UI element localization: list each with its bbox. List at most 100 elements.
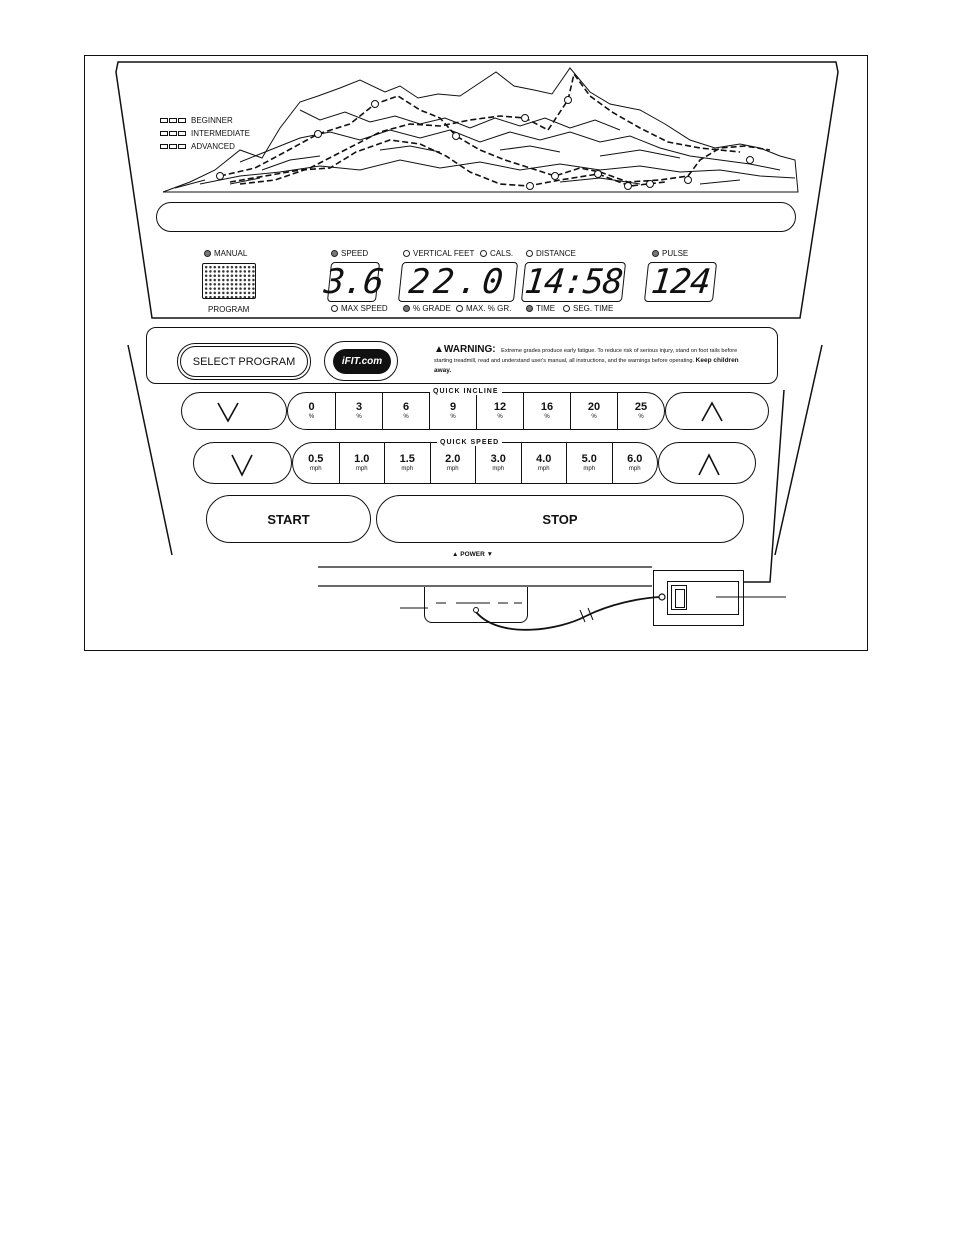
quick-incline-button[interactable]: 0% — [288, 393, 335, 429]
quick-incline-strip: 0%3%6%9%12%16%20%25% — [287, 392, 665, 430]
speed-indicator: SPEED — [331, 249, 368, 258]
time-display: 14:58 — [520, 262, 627, 302]
start-label: START — [267, 511, 310, 527]
quick-incline-unit: % — [403, 414, 409, 420]
indicator-led-icon — [563, 305, 570, 312]
ifit-logo-text: iFIT.com — [333, 349, 391, 374]
quick-incline-value: 9 — [449, 401, 457, 413]
manual-indicator: MANUAL — [204, 249, 247, 258]
quick-incline-unit: % — [308, 414, 315, 420]
speed-up-button[interactable] — [658, 442, 756, 484]
quick-speed-value: 5.0 — [581, 453, 597, 465]
quick-incline-button[interactable]: 6% — [382, 393, 429, 429]
grade-indicator: % GRADE — [403, 304, 451, 313]
quick-incline-unit: % — [544, 414, 550, 420]
pulse-label: PULSE — [662, 249, 689, 258]
quick-incline-unit: % — [356, 414, 362, 420]
indicator-led-icon — [526, 250, 533, 257]
quick-incline-value: 16 — [540, 401, 554, 413]
distance-label: DISTANCE — [536, 249, 576, 258]
power-label: ▲ POWER ▼ — [452, 551, 494, 558]
indicator-led-icon — [456, 305, 463, 312]
quick-incline-value: 0 — [308, 401, 315, 413]
program-difficulty-legend: BEGINNER INTERMEDIATE ADVANCED — [160, 114, 250, 153]
incline-up-button[interactable] — [665, 392, 769, 430]
indicator-led-icon — [204, 250, 211, 257]
diagram-frame — [84, 55, 868, 651]
quick-speed-value: 2.0 — [445, 453, 461, 465]
pulse-indicator: PULSE — [652, 249, 688, 258]
program-label: PROGRAM — [208, 305, 249, 314]
seg-time-indicator: SEG. TIME — [563, 304, 613, 313]
quick-speed-value: 1.0 — [354, 453, 370, 465]
quick-speed-unit: mph — [583, 466, 596, 472]
max-speed-indicator: MAX SPEED — [331, 304, 388, 313]
manual-label: MANUAL — [214, 249, 248, 258]
time-label: TIME — [536, 304, 556, 313]
select-program-label: SELECT PROGRAM — [192, 355, 296, 368]
program-matrix-display — [202, 263, 256, 299]
chevron-up-icon — [701, 401, 723, 422]
dashed-line-icon — [160, 131, 187, 136]
quick-speed-unit: mph — [446, 466, 459, 472]
quick-speed-unit: mph — [492, 466, 505, 472]
legend-beginner: BEGINNER — [160, 114, 250, 127]
message-display-bar — [156, 202, 796, 232]
indicator-led-icon — [403, 305, 410, 312]
power-switch-housing — [653, 570, 744, 626]
mountain-terrain-art — [162, 67, 799, 193]
warning-emphasis: Keep children away. — [434, 357, 739, 374]
stop-button[interactable]: STOP — [376, 495, 744, 543]
quick-incline-button[interactable]: 3% — [335, 393, 382, 429]
quick-incline-unit: % — [450, 414, 456, 420]
quick-speed-unit: mph — [309, 466, 322, 472]
dashed-line-icon — [160, 144, 187, 149]
max-speed-label: MAX SPEED — [341, 304, 388, 313]
quick-incline-button[interactable]: 16% — [523, 393, 570, 429]
legend-intermediate-label: INTERMEDIATE — [191, 129, 250, 138]
warning-line-1: Extreme grades produce early fatigue. To… — [501, 348, 675, 354]
console-top-panel — [146, 327, 778, 384]
indicator-led-icon — [526, 305, 533, 312]
warning-text: ▲WARNING: Extreme grades produce early f… — [434, 345, 752, 376]
quick-incline-unit: % — [638, 414, 644, 420]
warning-line-2: stand on foot rails before starting trea… — [434, 348, 738, 364]
quick-speed-unit: mph — [355, 466, 368, 472]
stop-label: STOP — [542, 511, 578, 527]
legend-advanced: ADVANCED — [160, 140, 250, 153]
indicator-led-icon — [652, 250, 659, 257]
indicator-led-icon — [403, 250, 410, 257]
quick-incline-button[interactable]: 20% — [570, 393, 617, 429]
quick-incline-button[interactable]: 12% — [476, 393, 523, 429]
quick-incline-button[interactable]: 25% — [617, 393, 664, 429]
quick-speed-value: 1.5 — [399, 453, 415, 465]
quick-incline-value: 20 — [587, 401, 601, 413]
quick-speed-value: 4.0 — [536, 453, 552, 465]
quick-speed-unit: mph — [628, 466, 641, 472]
quick-speed-value: 0.5 — [308, 453, 324, 465]
indicator-led-icon — [331, 305, 338, 312]
speed-down-button[interactable] — [193, 442, 292, 484]
max-grade-indicator: MAX. % GR. — [456, 304, 511, 313]
quick-incline-unit: % — [591, 414, 597, 420]
quick-speed-title: QUICK SPEED — [437, 439, 503, 446]
select-program-button[interactable]: SELECT PROGRAM — [177, 343, 311, 380]
rocker-icon — [671, 585, 687, 610]
quick-incline-button[interactable]: 9% — [429, 393, 476, 429]
incline-down-button[interactable] — [181, 392, 287, 430]
start-button[interactable]: START — [206, 495, 371, 543]
legend-advanced-label: ADVANCED — [191, 142, 235, 151]
cals-indicator: CALS. — [480, 249, 513, 258]
quick-speed-value: 3.0 — [490, 453, 506, 465]
grade-display: 22.0 — [397, 262, 519, 302]
power-switch[interactable] — [667, 581, 739, 615]
